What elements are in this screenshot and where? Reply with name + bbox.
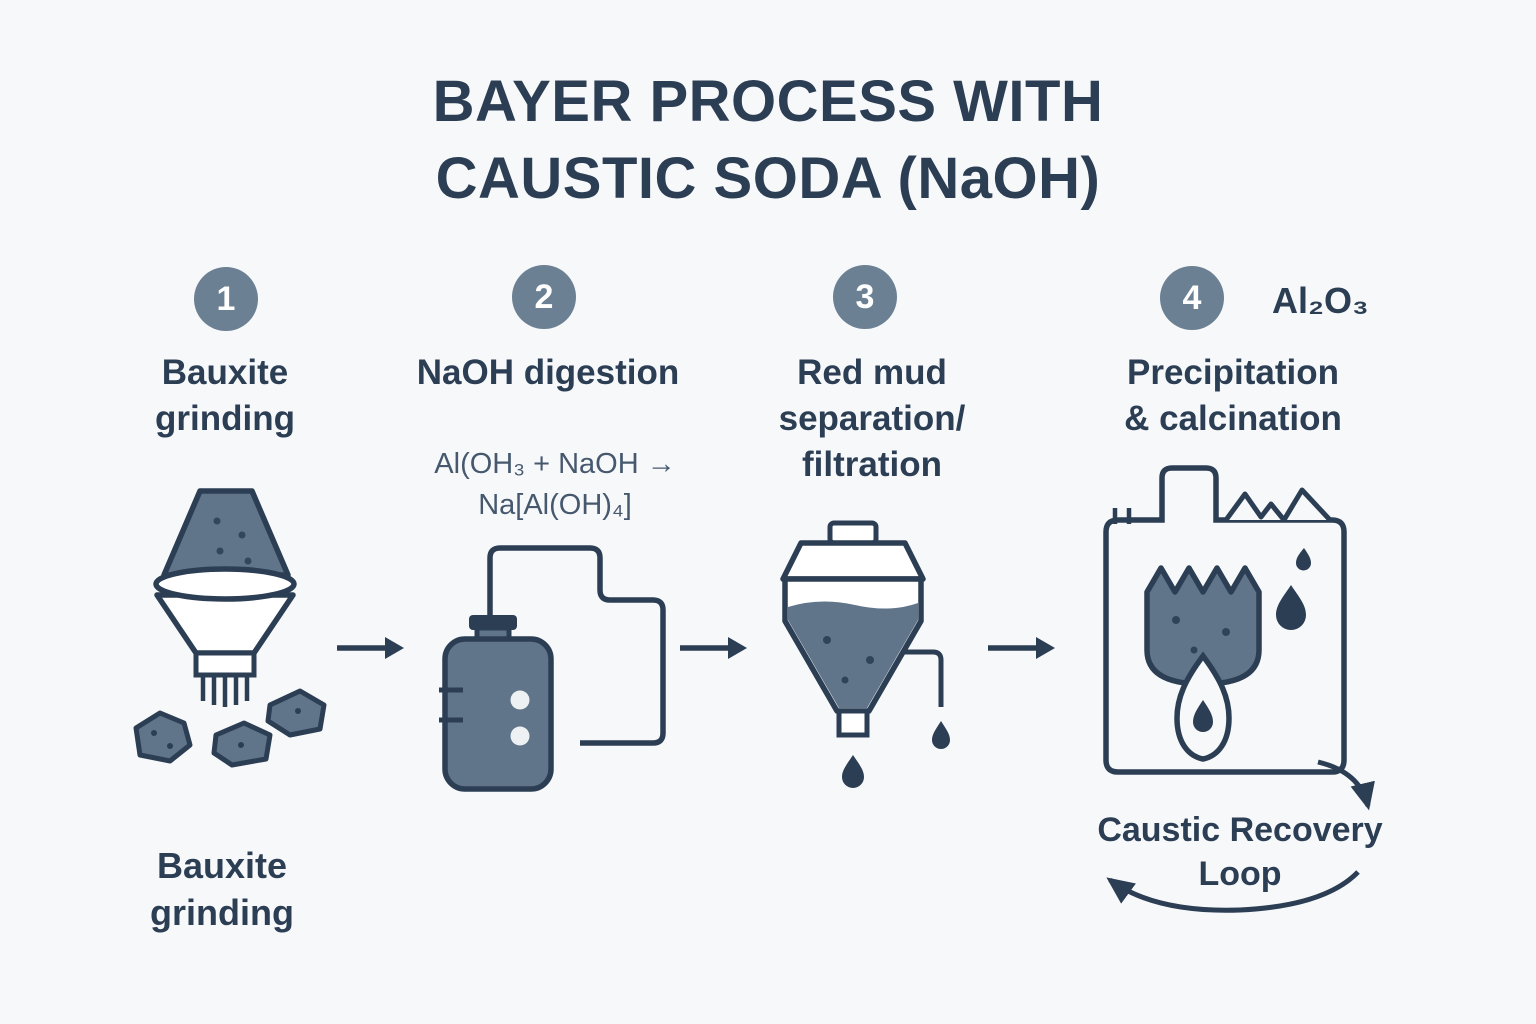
- step-number-2: 2: [534, 277, 554, 316]
- caustic-recovery-loop-arrows: [1090, 748, 1390, 933]
- flow-arrow-2: [678, 630, 748, 666]
- digestion-vessel-icon: [437, 535, 687, 795]
- step-label-2: NaOH digestion: [416, 353, 680, 392]
- page-title: BAYER PROCESS WITH CAUSTIC SODA (NaOH): [0, 64, 1536, 217]
- step-badge-1: 1: [194, 267, 258, 331]
- step-badge-4: 4: [1160, 266, 1224, 330]
- flow-arrow-1: [335, 630, 405, 666]
- step-label-1: Bauxite grinding: [155, 353, 295, 439]
- title-line-2: CAUSTIC SODA (NaOH): [435, 145, 1101, 211]
- bottom-left-label: Bauxite grinding: [150, 845, 294, 933]
- separation-funnel-icon: [775, 515, 975, 805]
- caustic-recovery-loop-label: Caustic Recovery Loop: [1097, 811, 1383, 894]
- loop-arrow-right: [1317, 759, 1375, 811]
- title-line-1: BAYER PROCESS WITH: [432, 69, 1104, 134]
- step-badge-2: 2: [512, 265, 576, 329]
- step-label-4: Precipitation & calcination: [1124, 353, 1342, 439]
- step-number-1: 1: [216, 279, 236, 318]
- bauxite-grinder-icon: [120, 483, 332, 778]
- product-label-al2o3: Al₂O₃: [1272, 280, 1369, 321]
- loop-arrow-bottom: [1106, 870, 1360, 913]
- step-number-4: 4: [1182, 278, 1202, 317]
- step-number-3: 3: [855, 277, 875, 316]
- flow-arrow-3: [986, 630, 1056, 666]
- step-label-3: Red mud separation/ filtration: [778, 353, 966, 485]
- calcination-tank-icon: [1098, 460, 1358, 790]
- step-badge-3: 3: [833, 265, 897, 329]
- digestion-formula: Al(OH₃ + NaOH → Na[Al(OH)₄]: [434, 448, 676, 521]
